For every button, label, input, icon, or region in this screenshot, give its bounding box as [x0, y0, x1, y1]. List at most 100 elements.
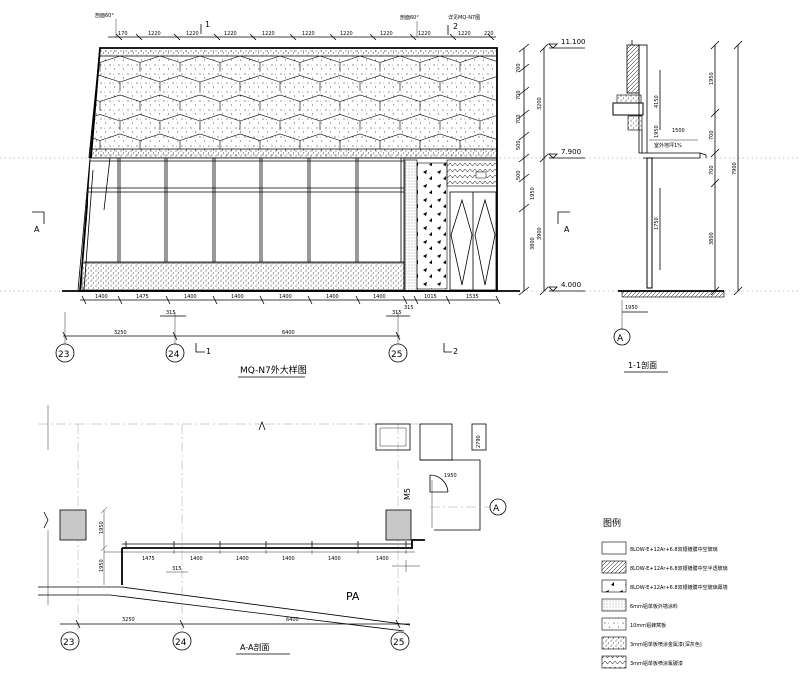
aa-dim-0: 1475 — [142, 556, 155, 562]
section11-note: 1500 — [672, 128, 685, 134]
level-mid: 7.900 — [561, 148, 581, 156]
aa-title: A-A剖面 — [240, 642, 269, 652]
legend-swatch-4 — [601, 617, 627, 631]
bottom-dim-6: 1400 — [373, 294, 386, 300]
section-mark-right: A — [564, 225, 570, 234]
legend-swatch-1 — [601, 560, 627, 574]
sub-dim-1: 315 — [392, 310, 402, 316]
aa-axis-bubble-24 — [172, 631, 192, 651]
top-dim-9: 1220 — [458, 31, 471, 37]
legend-item-6: 3mm铝单板喷涂氟碳漆 — [630, 660, 683, 667]
axis-label-23: 23 — [58, 350, 69, 360]
aa-label-pa: PA — [346, 590, 360, 603]
axis-bubble-23 — [55, 343, 75, 363]
legend-swatch-2 — [601, 579, 627, 593]
top-dim-1: 1220 — [148, 31, 161, 37]
legend-swatch-3 — [601, 598, 627, 612]
section11-dim-2: 1950 — [654, 125, 660, 138]
right-dim-mid-0: 1950 — [530, 187, 536, 200]
section11-axis-bubble — [613, 328, 631, 346]
section11-dim-7: 7900 — [732, 162, 738, 175]
legend-item-5: 3mm铝单板喷涂金属漆(深灰色) — [630, 641, 702, 648]
glass-curtain-wall — [84, 157, 497, 291]
overall-dim-0: 3250 — [114, 330, 127, 336]
section-1-1-drawing: 1500 室外地坪1% 1950 700 700 3800 7900 4150 … — [612, 40, 743, 373]
axis-label-25: 25 — [391, 350, 402, 360]
cut-2-bottom: 2 — [453, 347, 458, 356]
right-dim-outer-0: 3200 — [537, 97, 543, 110]
legend-item-4: 10mm铝蜂窝板 — [630, 622, 666, 629]
right-dim-inner-0: 700 — [516, 63, 522, 73]
right-dim-mid-1: 3800 — [530, 237, 536, 250]
aa-dim-4: 1400 — [328, 556, 341, 562]
hexagon-cladding-pattern — [90, 56, 497, 149]
legend-item-3: 6mm铝单板外墙涂料 — [630, 603, 678, 610]
section11-note2: 室外地坪1% — [654, 142, 682, 149]
aa-axis-25: 25 — [393, 638, 404, 648]
aa-dim-5: 1400 — [376, 556, 389, 562]
top-dim-3: 1220 — [224, 31, 237, 37]
cut-2-top: 2 — [453, 22, 458, 31]
top-right-note: 详见MQ-N7图 — [448, 14, 480, 21]
bottom-dim-1: 1475 — [136, 294, 149, 300]
section11-title: 1-1剖面 — [628, 360, 657, 370]
bottom-dim-2: 1400 — [184, 294, 197, 300]
elevation-title: MQ-N7外大样图 — [240, 364, 307, 376]
section11-dim-1: 4150 — [654, 95, 660, 108]
top-dim-5: 1220 — [302, 31, 315, 37]
cut-1-bottom: 1 — [206, 347, 211, 356]
top-dim-6: 1220 — [340, 31, 353, 37]
legend-item-2: 8LOW-E+12Ar+6.8双银镀膜中空玻璃幕墙 — [630, 584, 728, 591]
level-bottom: 4.000 — [561, 281, 581, 289]
cut-1-top: 1 — [205, 20, 210, 29]
bottom-dim-4: 1400 — [279, 294, 292, 300]
section-aa-drawing: 2790 1950 M5 A 1475 1400 1400 1400 1400 … — [38, 405, 507, 655]
section11-bottom-dim: 1950 — [625, 305, 638, 311]
aa-side-dim-1: 1950 — [444, 473, 457, 479]
aa-dim-315: 315 — [172, 566, 182, 572]
aa-side-dim-0: 1950 — [99, 521, 105, 534]
top-dim-2: 1220 — [186, 31, 199, 37]
top-dim-8: 1220 — [418, 31, 431, 37]
bottom-dim-7: 315 — [404, 305, 414, 311]
aa-axis-bubble-23 — [60, 631, 80, 651]
aa-axis-24: 24 — [175, 638, 187, 648]
axis-bubble-25 — [388, 343, 408, 363]
aa-dim-2: 1400 — [236, 556, 249, 562]
section11-axis: A — [617, 334, 624, 344]
top-dim-0: 170 — [118, 31, 128, 37]
aa-mullions — [125, 541, 407, 547]
aa-dim-3: 1400 — [282, 556, 295, 562]
right-dim-inner-1: 700 — [516, 90, 522, 100]
section11-dim-3: 700 — [709, 130, 715, 140]
legend-title: 图例 — [603, 517, 621, 529]
axis-bubble-24 — [165, 343, 185, 363]
bottom-dim-5: 1400 — [326, 294, 339, 300]
aa-axis-23: 23 — [63, 638, 74, 648]
right-dim-inner-2: 700 — [516, 114, 522, 124]
top-dim-4: 1220 — [262, 31, 275, 37]
left-note: 剖面60° — [95, 12, 114, 19]
legend: 图例 8LOW-E+12Ar+6.8双银镀膜中空玻璃 8LOW-E+12Ar+6… — [601, 517, 728, 669]
level-top: 11.100 — [561, 38, 586, 46]
elevation-drawing: 170 1220 1220 1220 1220 1220 1220 1220 1… — [0, 12, 800, 378]
bottom-dim-8: 1015 — [424, 294, 437, 300]
legend-swatch-5 — [601, 636, 627, 650]
bottom-dim-3: 1400 — [231, 294, 244, 300]
axis-label-24: 24 — [168, 350, 180, 360]
aa-label-m5: M5 — [403, 488, 412, 500]
right-dim-inner-4: 500 — [516, 170, 522, 180]
top-dim-7: 1220 — [380, 31, 393, 37]
top-tick-marks — [115, 33, 495, 41]
legend-item-1: 8LOW-E+12Ar+6.8双银镀膜中空半透玻璃 — [630, 565, 728, 572]
section-mark-left: A — [34, 225, 40, 234]
legend-swatch-6 — [601, 655, 627, 669]
bottom-dim-0: 1400 — [95, 294, 108, 300]
section11-dim-4: 700 — [709, 165, 715, 175]
top-dim-10: 220 — [484, 31, 494, 37]
overall-dim-1: 6400 — [282, 330, 295, 336]
legend-swatch-0 — [601, 541, 627, 555]
legend-item-0: 8LOW-E+12Ar+6.8双银镀膜中空玻璃 — [630, 546, 718, 553]
bottom-dim-9: 1535 — [466, 294, 479, 300]
